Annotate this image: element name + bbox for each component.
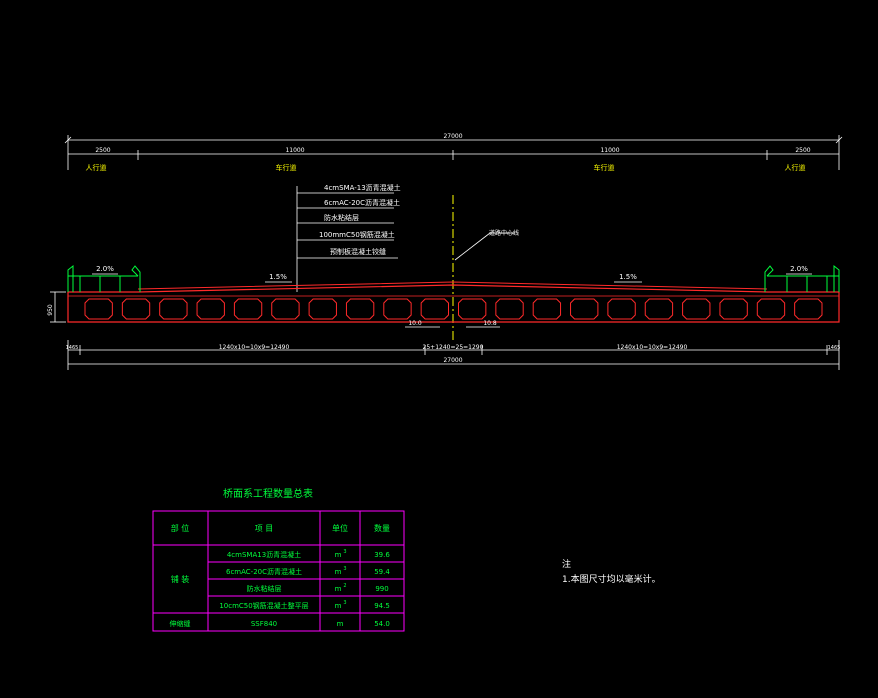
deck-outline	[67, 284, 840, 323]
slab-void	[532, 298, 562, 320]
right-sidewalk-railing	[764, 264, 840, 292]
table-cell-unit-sup: 3	[343, 600, 346, 606]
table-cell-unit: m	[335, 602, 342, 610]
notes-line-1: 1.本图尺寸均以毫米计。	[562, 573, 661, 585]
dim-right-road: 11000	[600, 147, 619, 154]
top-dimension-chain	[64, 135, 843, 170]
table-row: 10cmC50钢筋混凝土整平层 m 3 94.5	[219, 600, 389, 610]
bottom-edge-right: 1465	[828, 345, 841, 351]
table-row: 6cmAC-20C沥青混凝土 m 3 59.4	[226, 566, 390, 576]
dim-right-walk: 2500	[795, 147, 810, 154]
slab-void	[458, 298, 487, 320]
table-cell-unit: m	[335, 568, 342, 576]
dim-left-walk: 2500	[95, 147, 110, 154]
layer-label-5: 预制板混凝土铰缝	[330, 247, 386, 256]
table-cell-part: 伸缩缝	[170, 619, 191, 628]
slab-void	[682, 298, 711, 320]
table-header-unit: 单位	[332, 523, 348, 533]
slab-void	[607, 298, 636, 320]
slab-void	[196, 298, 225, 320]
overall-width-top: 27000	[443, 133, 462, 140]
table-cell-qty: 990	[375, 585, 388, 593]
table-row: 伸缩缝 SSF840 m 54.0	[170, 619, 390, 628]
slab-void	[121, 298, 151, 320]
pavement-top-line	[137, 281, 768, 290]
left-sidewalk-railing	[67, 264, 141, 292]
layer-callout	[296, 186, 398, 292]
centerline-leader	[454, 232, 491, 261]
slab-void	[794, 298, 823, 320]
slab-void	[159, 298, 188, 320]
layer-label-1: 4cmSMA-13沥青混凝土	[324, 183, 401, 192]
slab-void	[271, 298, 300, 320]
layer-label-4: 100mmC50钢筋混凝土	[319, 230, 395, 239]
slab-void	[345, 298, 375, 320]
slope-right-road: 1.5%	[619, 273, 637, 281]
table-cell-item: 防水粘结层	[247, 584, 282, 593]
notes-title: 注	[562, 558, 571, 570]
bottom-left-span: 1240x10=10x9=12490	[219, 344, 290, 351]
bottom-dimension-chain	[67, 340, 840, 370]
zone-left-road: 车行道	[276, 163, 297, 172]
hollow-core-voids	[84, 298, 823, 320]
slab-void	[308, 298, 337, 320]
table-cell-qty: 54.0	[374, 620, 390, 628]
table-cell-unit: m	[337, 620, 344, 628]
table-cell-unit-sup: 3	[343, 549, 346, 555]
table-cell-qty: 94.5	[374, 602, 390, 610]
zone-right-walk: 人行道	[785, 163, 806, 172]
table-group-label: 铺 装	[171, 574, 190, 584]
table-header-qty: 数量	[374, 523, 390, 533]
table-cell-item: 10cmC50钢筋混凝土整平层	[219, 601, 308, 610]
slab-void	[84, 298, 113, 320]
table-cell-unit: m	[335, 551, 342, 559]
height-value: 950	[47, 304, 54, 316]
slab-void	[756, 298, 786, 320]
dim-left-road: 11000	[285, 147, 304, 154]
overall-width-bottom: 27000	[443, 357, 462, 364]
table-cell-unit-sup: 2	[343, 583, 346, 589]
slab-void	[644, 298, 674, 320]
table-title: 桥面系工程数量总表	[223, 487, 313, 500]
slab-void	[383, 298, 412, 320]
bottom-edge-left: 1465	[66, 345, 79, 351]
slope-right-walk: 2.0%	[790, 265, 808, 273]
slab-void	[233, 298, 263, 320]
slope-left-walk: 2.0%	[96, 265, 114, 273]
joint-dim-left: 10.0	[408, 320, 422, 327]
slope-left-road: 1.5%	[269, 273, 287, 281]
table-header-part: 部 位	[171, 523, 190, 533]
bottom-right-span: 1240x10=10x9=12490	[617, 344, 688, 351]
zone-right-road: 车行道	[594, 163, 615, 172]
table-header-item: 项 目	[255, 524, 274, 533]
quantity-table-grid	[152, 510, 405, 632]
table-cell-qty: 59.4	[374, 568, 390, 576]
layer-label-2: 6cmAC-20C沥青混凝土	[324, 198, 400, 207]
table-cell-item: 4cmSMA13沥青混凝土	[227, 550, 301, 559]
slab-void	[495, 298, 524, 320]
slab-void	[570, 298, 599, 320]
slab-void	[719, 298, 748, 320]
joint-dim-right: 10.8	[483, 320, 497, 327]
slab-void	[420, 298, 449, 320]
layer-label-3: 防水粘结层	[324, 213, 359, 222]
centerline-label: 道路中心线	[489, 229, 519, 237]
table-cell-unit-sup: 3	[343, 566, 346, 572]
zone-left-walk: 人行道	[86, 163, 107, 172]
height-dimension	[50, 291, 66, 323]
bottom-center: 25+1240=25=1290	[423, 344, 484, 351]
table-row: 防水粘结层 m 2 990	[247, 583, 389, 593]
table-cell-qty: 39.6	[374, 551, 390, 559]
bridge-deck-section	[67, 281, 840, 323]
table-cell-unit: m	[335, 585, 342, 593]
table-row: 4cmSMA13沥青混凝土 m 3 39.6	[227, 549, 390, 559]
table-cell-item: 6cmAC-20C沥青混凝土	[226, 567, 302, 576]
table-cell-item: SSF840	[251, 620, 277, 628]
